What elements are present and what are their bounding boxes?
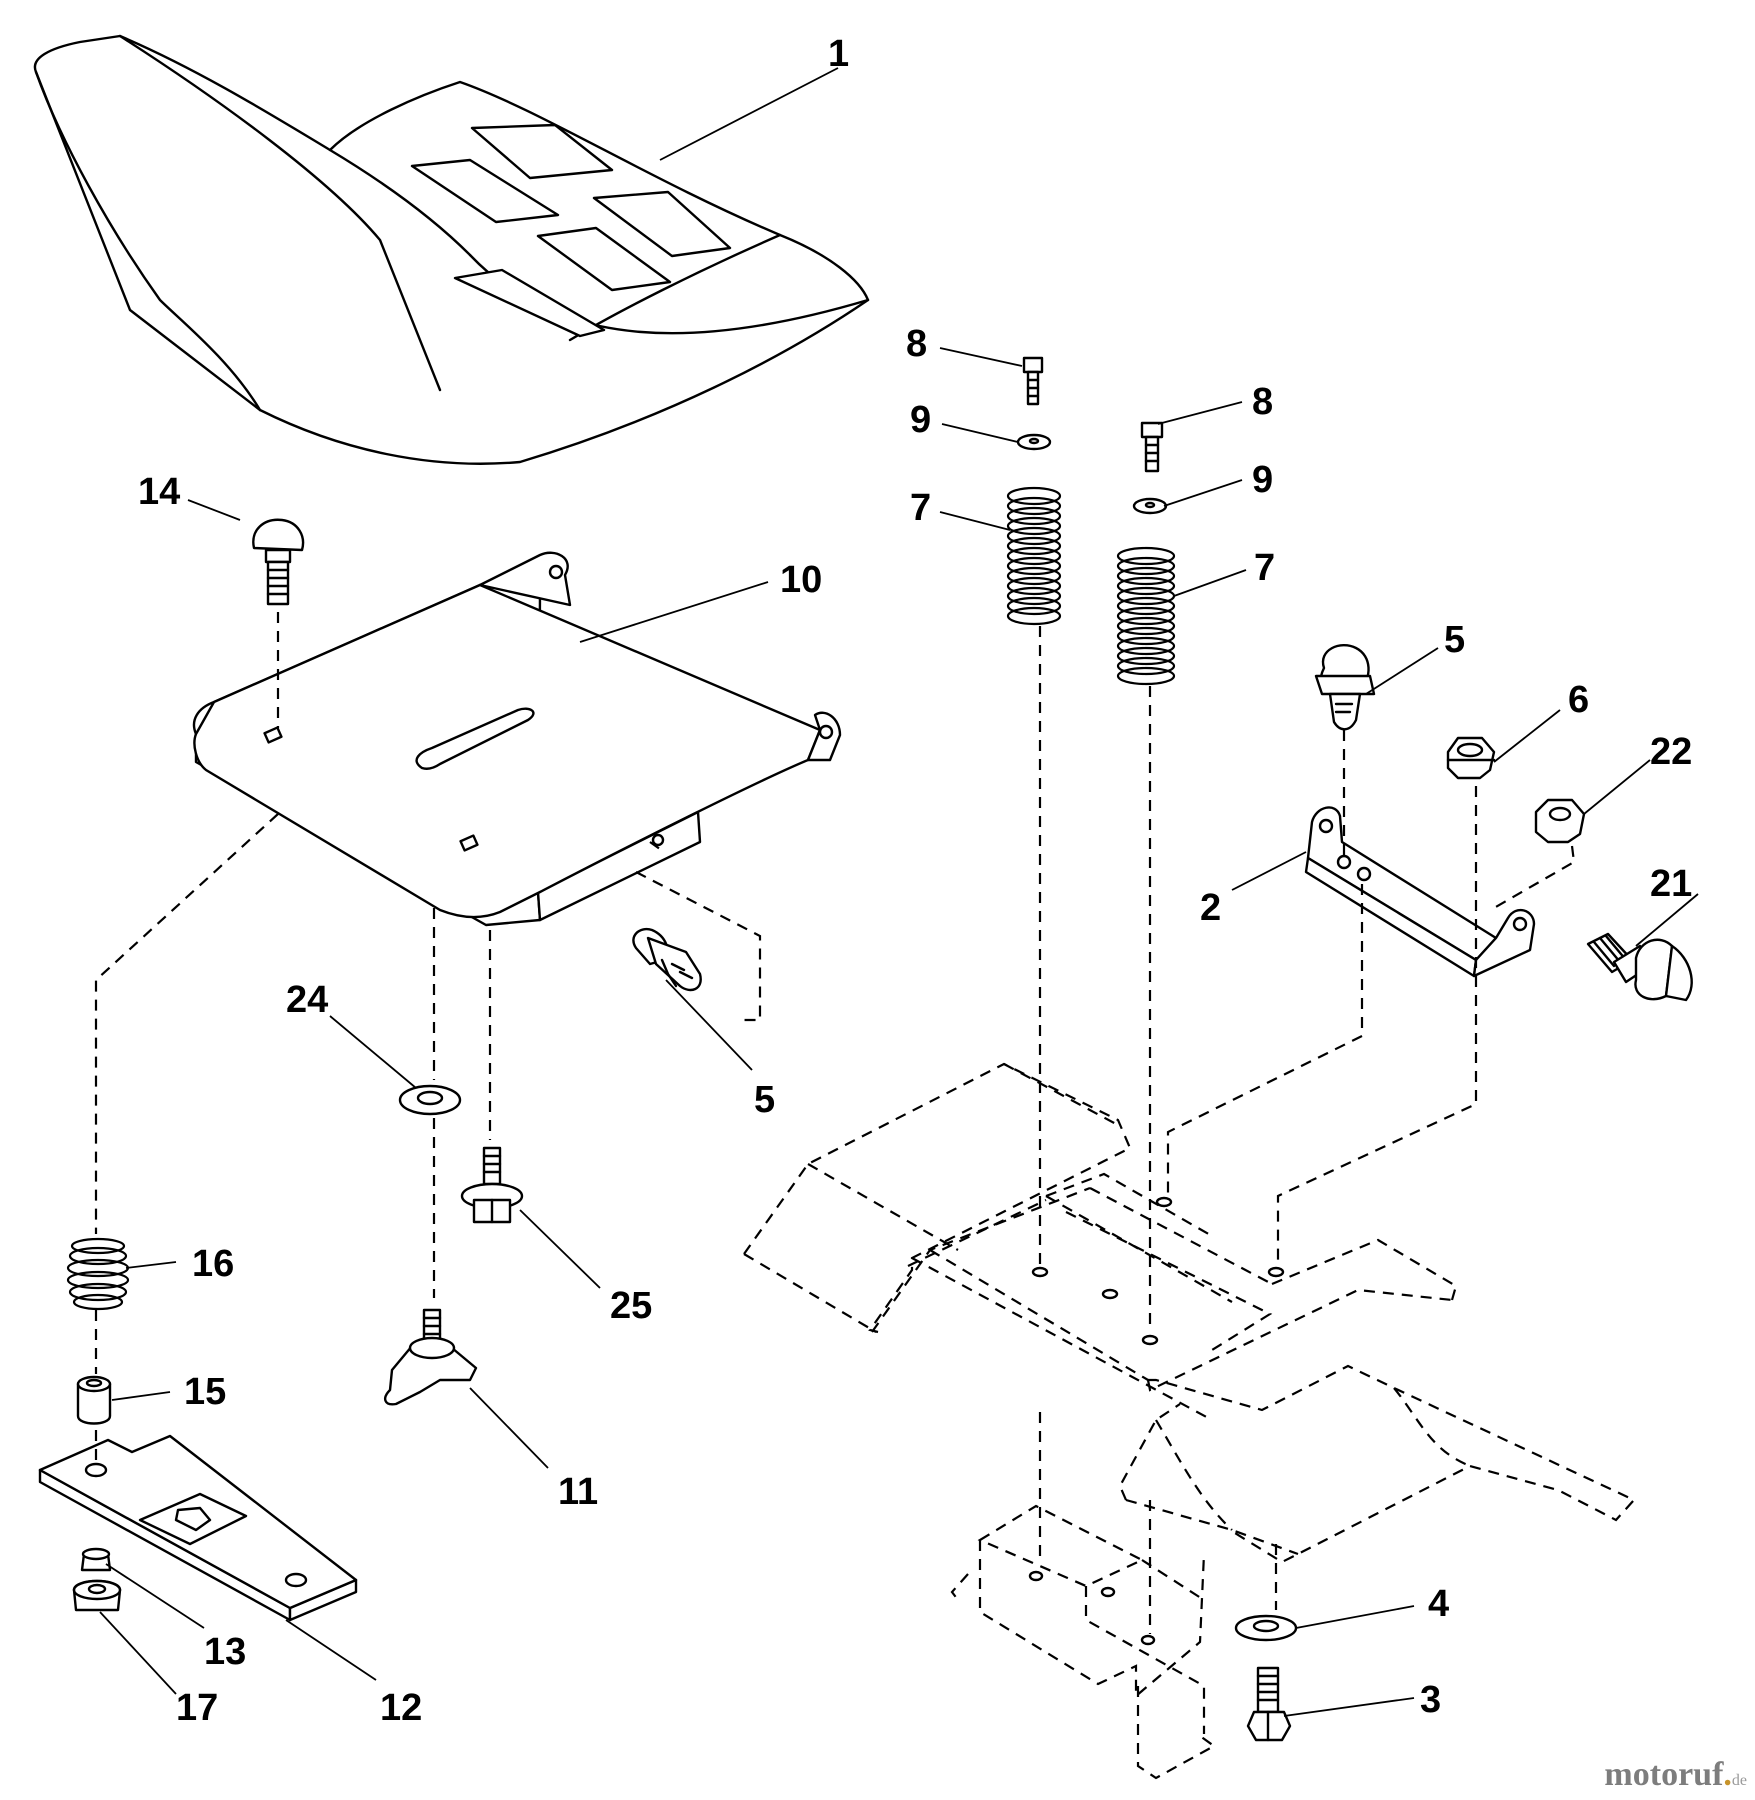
callout-numbers: 1 10 14 8 9 7 8 9 7 5 6 22 2 21 5 24 25 … [138,33,1692,1729]
spring-part-16 [66,1237,130,1311]
callout-8a: 8 [906,323,927,365]
callout-25: 25 [610,1285,652,1327]
flange-screw-part [460,1146,524,1224]
callout-16: 16 [192,1243,234,1285]
washer-right-part [1132,497,1168,515]
callout-5b: 5 [754,1079,775,1121]
spring-right-part [1116,546,1176,686]
callout-9b: 9 [1252,459,1273,501]
callout-21: 21 [1650,863,1692,905]
callout-7a: 7 [910,487,931,529]
bracket-part [1304,806,1536,978]
callout-14: 14 [138,471,180,513]
callout-13: 13 [204,1631,246,1673]
seat-part [33,34,870,465]
leader-lines [99,67,1699,1717]
callout-8b: 8 [1252,381,1273,423]
shoulder-bolt-part [1586,932,1693,1002]
callout-9a: 9 [910,399,931,441]
callout-7b: 7 [1254,547,1275,589]
spacer-part [76,1375,112,1425]
bolt-left-part [1022,356,1044,406]
callout-24: 24 [286,979,328,1021]
callout-12: 12 [380,1687,422,1729]
clip-upper-part [1314,644,1376,731]
nut-part-17 [72,1579,122,1612]
watermark-tld: de [1731,1772,1747,1789]
mounting-plate-part [38,1434,358,1622]
frame-holes [1028,1196,1285,1646]
callout-1: 1 [828,33,849,75]
callout-17: 17 [176,1687,218,1729]
callout-2: 2 [1200,887,1221,929]
clip-lower-part [632,927,702,992]
callout-5a: 5 [1444,619,1465,661]
watermark-dot: . [1723,1756,1732,1793]
frame-bracket-reference [950,1504,1217,1780]
callout-15: 15 [184,1371,226,1413]
nut-part-13 [80,1547,112,1572]
callout-6: 6 [1568,679,1589,721]
callout-4: 4 [1428,1583,1449,1625]
knob-part [384,1308,478,1406]
seat-pan-part [192,551,842,927]
callout-11: 11 [558,1471,598,1513]
washer-part-4 [1234,1614,1298,1642]
watermark-brand: motoruf [1604,1756,1724,1793]
callout-22: 22 [1650,731,1692,773]
fender-frame-reference [743,1062,1636,1564]
hex-bolt-part-3 [1246,1666,1292,1742]
assembly-guide-lines [94,612,1576,1634]
washer-part-24 [398,1084,462,1116]
callout-10: 10 [780,559,822,601]
nut-part-22 [1534,798,1586,844]
callout-3: 3 [1420,1679,1441,1721]
carriage-bolt-part [252,518,305,606]
spring-left-part [1006,486,1062,626]
nut-part-6 [1446,736,1496,780]
washer-left-part [1016,433,1052,451]
bolt-right-part [1140,421,1164,473]
watermark-logo: motoruf.de [1604,1756,1747,1794]
